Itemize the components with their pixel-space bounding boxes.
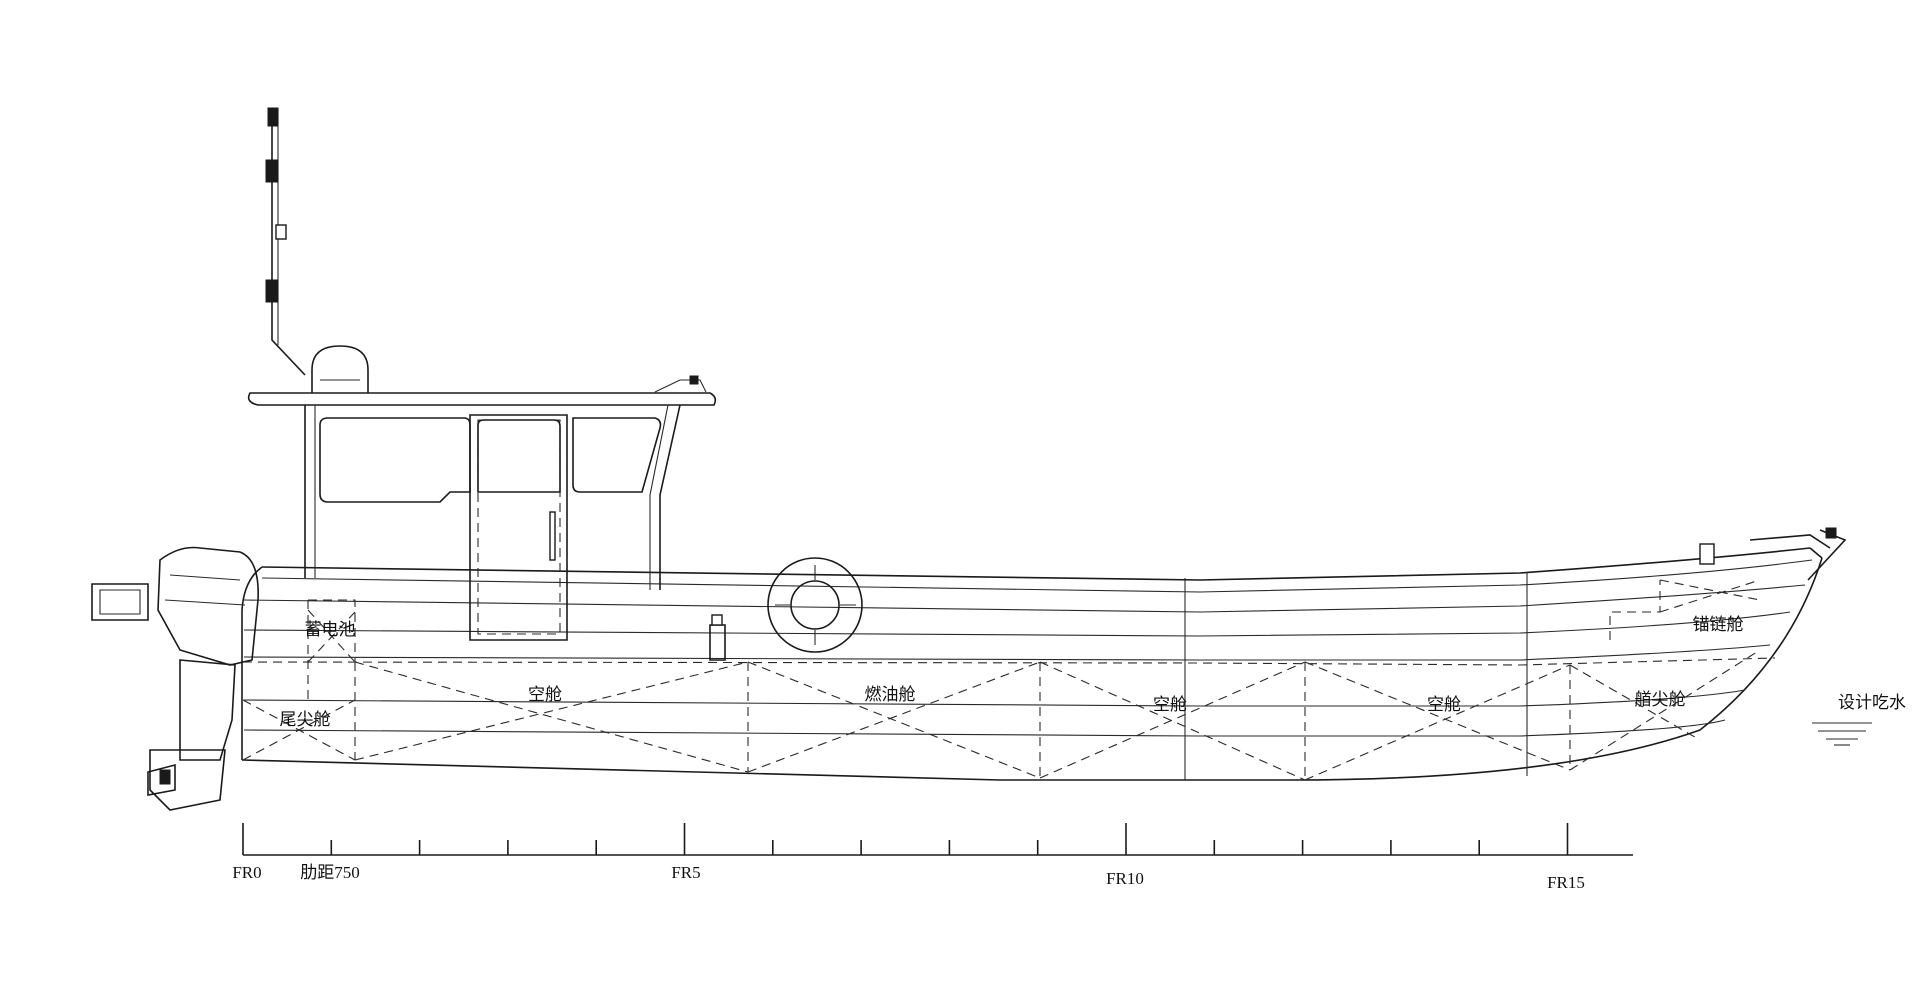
label-fuel-tank: 燃油舱 (865, 685, 916, 705)
design-draft-mark: 设计吃水 (1812, 693, 1906, 746)
outboard-motor (91, 546, 259, 811)
label-void-3: 空舱 (1427, 695, 1461, 715)
scale-label-fr5: FR5 (671, 863, 700, 882)
deck-fittings (709, 527, 1847, 661)
label-fore-peak: 艏尖舱 (1635, 690, 1686, 710)
compartment-labels: 蓄电池 尾尖舱 空舱 燃油舱 空舱 空舱 艏尖舱 锚链舱 (280, 615, 1744, 730)
label-battery: 蓄电池 (305, 620, 356, 640)
scale-label-fr10: FR10 (1106, 869, 1144, 888)
frame-ticks (242, 823, 1569, 855)
scale-label-fr15: FR15 (1547, 873, 1585, 892)
hull (241, 547, 1823, 781)
label-void-1: 空舱 (528, 685, 562, 705)
tank-boundaries (242, 579, 1776, 781)
frame-scale: FR0 肋距750 FR5 FR10 FR15 (232, 823, 1633, 892)
scale-label-frame-spacing: 肋距750 (300, 863, 360, 882)
label-void-2: 空舱 (1153, 695, 1187, 715)
wheelhouse (247, 107, 717, 641)
design-draft-label: 设计吃水 (1838, 693, 1906, 713)
scale-label-fr0: FR0 (232, 863, 261, 882)
label-stern-peak: 尾尖舱 (280, 710, 331, 730)
label-chain-locker: 锚链舱 (1693, 615, 1744, 635)
lifebuoy (767, 557, 863, 653)
